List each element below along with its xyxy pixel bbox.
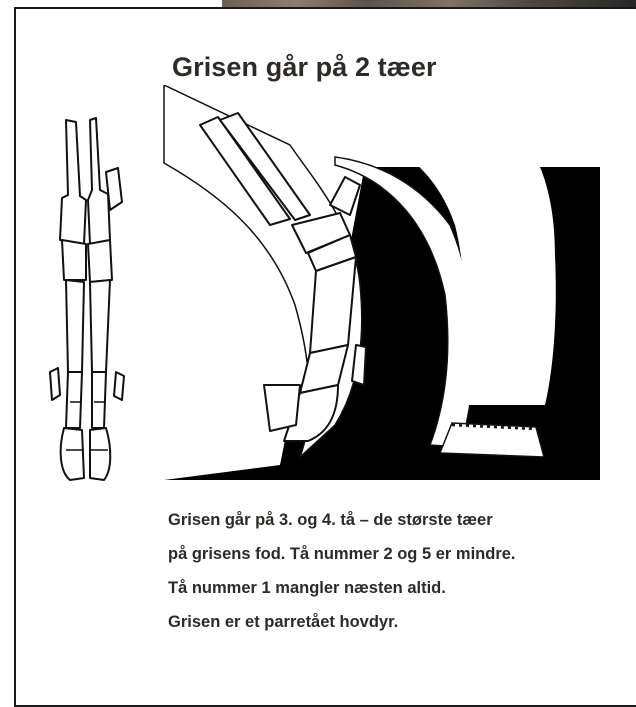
caption-line: på grisens fod. Tå nummer 2 og 5 er mind… xyxy=(168,544,628,578)
caption-line: Grisen er et parretået hovdyr. xyxy=(168,612,628,646)
caption: Grisen går på 3. og 4. tå – de største t… xyxy=(168,510,628,646)
page-title: Grisen går på 2 tæer xyxy=(172,52,437,83)
caption-line: Grisen går på 3. og 4. tå – de største t… xyxy=(168,510,628,544)
pig-foot-front-view-illustration xyxy=(40,110,140,490)
pig-leg-side-view-illustration xyxy=(160,85,610,485)
caption-line: Tå nummer 1 mangler næsten altid. xyxy=(168,578,628,612)
